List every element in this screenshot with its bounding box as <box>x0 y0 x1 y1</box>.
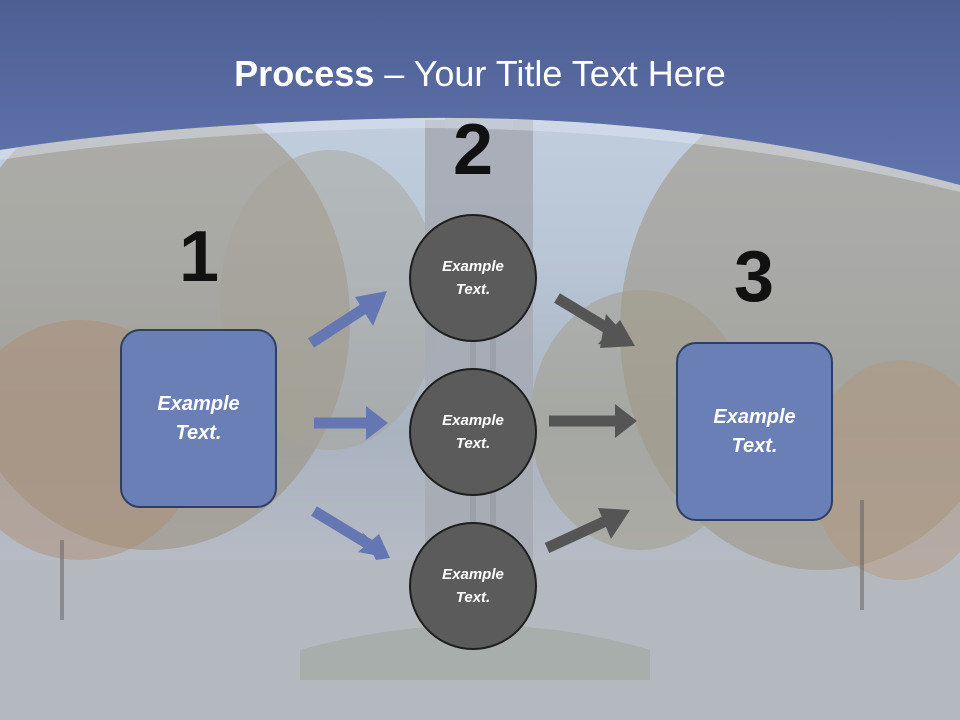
page-title: Process – Your Title Text Here <box>0 52 960 96</box>
circle-middle-label: Example Text. <box>442 409 504 455</box>
step-2-circle-bottom[interactable]: Example Text. <box>409 522 537 650</box>
title-bold: Process <box>234 53 375 94</box>
step-3-label: Example Text. <box>713 403 795 461</box>
circle-bottom-line2: Text. <box>455 589 491 606</box>
step-number-2: 2 <box>452 110 494 190</box>
step-1-label: Example Text. <box>157 390 239 448</box>
title-rest: – Your Title Text Here <box>374 53 726 94</box>
arrow-left-to-top <box>308 291 387 348</box>
step-number-1: 1 <box>178 217 220 297</box>
circle-top-line1: Example <box>442 258 504 275</box>
step-3-line2: Text. <box>731 434 778 457</box>
step-2-circle-middle[interactable]: Example Text. <box>409 368 537 496</box>
circle-top-line2: Text. <box>455 281 491 298</box>
arrow-top-to-right <box>554 293 635 348</box>
circle-middle-line2: Text. <box>455 435 491 452</box>
step-number-3: 3 <box>733 237 775 317</box>
circle-bottom-label: Example Text. <box>442 563 504 609</box>
arrow-bottom-to-right <box>544 508 630 553</box>
title-banner <box>0 0 960 192</box>
arrow-left-to-bottom <box>311 506 390 560</box>
circle-top-label: Example Text. <box>442 255 504 301</box>
arrow-middle-to-right <box>549 404 637 438</box>
step-1-line2: Text. <box>175 421 222 444</box>
step-3-line1: Example <box>713 405 796 428</box>
step-1-line1: Example <box>157 392 240 415</box>
arrow-left-to-middle <box>314 406 388 440</box>
step-1-box[interactable]: Example Text. <box>120 329 277 508</box>
step-2-circle-top[interactable]: Example Text. <box>409 214 537 342</box>
step-3-box[interactable]: Example Text. <box>676 342 833 521</box>
circle-middle-line1: Example <box>442 412 504 429</box>
circle-bottom-line1: Example <box>442 566 504 583</box>
